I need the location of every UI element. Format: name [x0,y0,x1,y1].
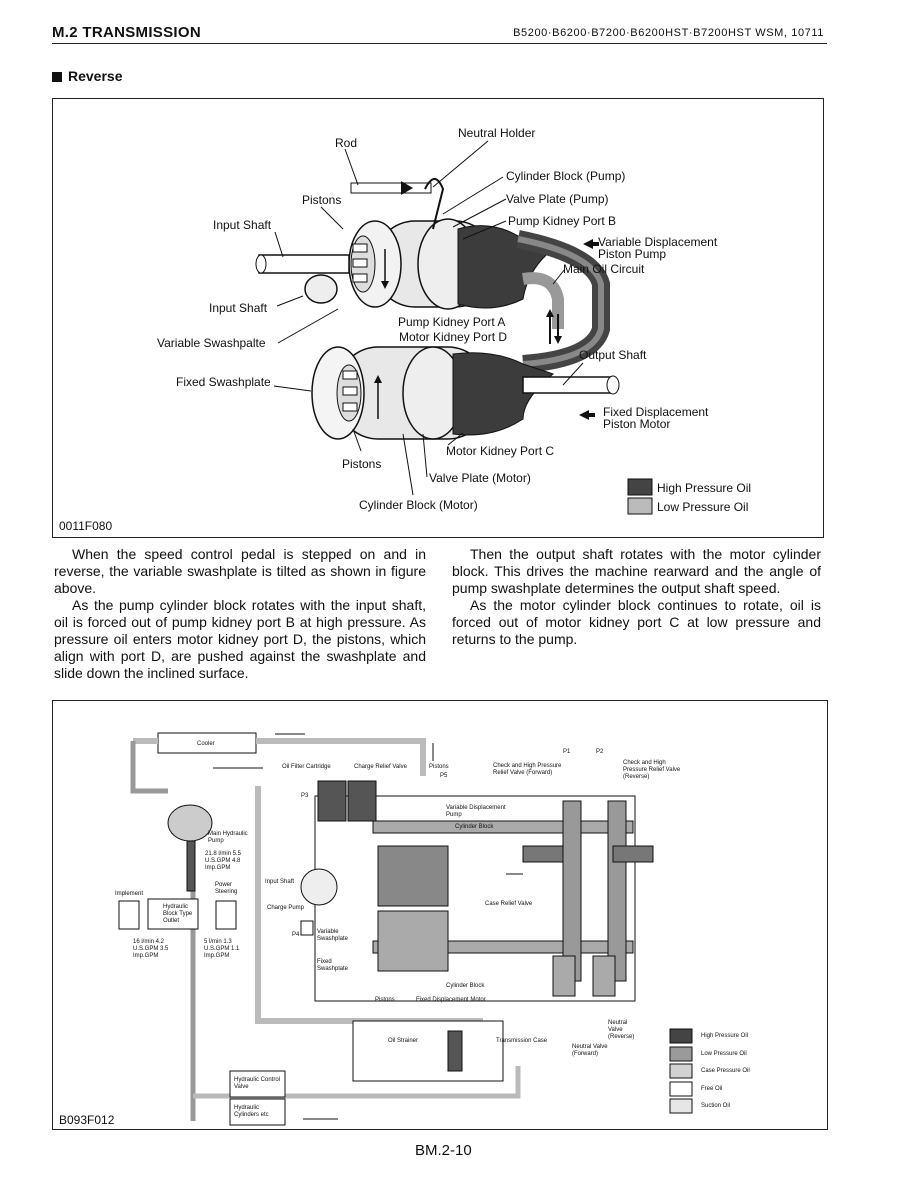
header-rule [52,43,827,44]
legend-suction-oil: Suction Oil [701,1103,731,1109]
paragraph: Then the output shaft rotates with the m… [452,546,821,596]
legend-high-pressure: High Pressure Oil [657,481,752,495]
label-hyd-cyl: Hydraulic Cylinders etc [234,1105,269,1118]
label-fixed-swashplate: Fixed Swashplate [176,375,271,389]
body-text-left: When the speed control pedal is stepped … [54,546,426,682]
label-neutral-fwd: Neutral Valve (Forward) [572,1044,608,1057]
header-section: M.2 TRANSMISSION [52,24,201,41]
label-var-disp-pump: Variable Displacement Pump [446,805,506,818]
label-check-reverse: Check and High Pressure Relief Valve (Re… [623,760,681,780]
label-pistons: Pistons [429,764,449,770]
body-text-right: Then the output shaft rotates with the m… [452,546,821,648]
figure-reverse-hst: Rod Neutral Holder Cylinder Block (Pump)… [52,98,824,538]
label-cylinder-block-pump: Cylinder Block (Pump) [506,169,626,183]
label-p4: P4 [292,932,300,938]
page-number: BM.2-10 [415,1142,472,1159]
label-motor-kidney-port-d: Motor Kidney Port D [399,330,508,344]
label-oil-strainer: Oil Strainer [388,1038,419,1044]
legend-case-pressure-oil: Case Pressure Oil [701,1068,750,1074]
label-motor-kidney-port-c: Motor Kidney Port C [446,444,555,458]
label-fixed-displacement: Fixed Displacement [603,405,709,419]
hydraulic-circuit-diagram [118,732,693,1126]
label-pump-kidney-port-b: Pump Kidney Port B [508,214,617,228]
label-piston-pump: Piston Pump [598,247,667,261]
label-pistons-top: Pistons [302,193,342,207]
label-power-steering: Power Steering [215,882,238,895]
label-cylinder-block-motor: Cylinder Block (Motor) [359,498,478,512]
label-charge-pump: Charge Pump [267,905,305,911]
label-cyl-block: Cylinder Block [455,824,494,830]
label-var-swash: Variable Swashplate [317,929,349,942]
paragraph: When the speed control pedal is stepped … [54,546,426,596]
label-variable-displacement: Variable Displacement [598,235,718,249]
label-pump-kidney-port-a: Pump Kidney Port A [398,315,506,329]
label-flow3: 5 l/min 1.3 U.S.GPM 1.1 Imp.GPM [204,939,240,959]
legend-high-pressure-oil: High Pressure Oil [701,1033,749,1039]
label-trans-case: Transmission Case [496,1038,548,1044]
label-hyd-block: Hydraulic Block Type Outlet [163,904,193,924]
label-fixed-disp-motor: Fixed Displacement Motor [416,997,486,1003]
label-variable-swashplate: Variable Swashpalte [157,336,266,350]
hst-diagram [255,140,653,515]
label-neutral-rev: Neutral Valve (Reverse) [608,1020,635,1040]
figure-hydraulic-circuit: Cooler Oil Filter Cartridge Charge Relie… [52,700,828,1130]
label-flow1: 21.8 l/min 5.5 U.S.GPM 4.8 Imp.GPM [205,851,242,871]
label-cyl-block2: Cylinder Block [446,983,485,989]
label-input-shaft-top: Input Shaft [213,218,272,232]
figure1-code: 0011F080 [59,519,113,533]
legend-low-pressure-oil: Low Pressure Oil [701,1051,747,1057]
section-heading: Reverse [52,68,123,84]
label-charge-relief: Charge Relief Valve [354,764,407,770]
label-case-relief: Case Relief Valve [485,901,533,907]
label-neutral-holder: Neutral Holder [458,126,536,140]
label-piston-motor: Piston Motor [603,417,671,431]
paragraph: As the pump cylinder block rotates with … [54,597,426,681]
label-output-shaft: Output Shaft [579,348,647,362]
label-rod: Rod [335,136,358,150]
legend-low-pressure: Low Pressure Oil [657,500,749,514]
label-pistons2: Pistons [375,997,395,1003]
label-input-shaft-mid: Input Shaft [209,301,268,315]
label-hyd-control: Hydraulic Control Valve [234,1077,281,1090]
label-fixed-swash: Fixed Swashplate [317,959,349,972]
label-cooler: Cooler [197,741,215,747]
bullet-square-icon [52,72,62,82]
label-valve-plate-motor: Valve Plate (Motor) [429,471,531,485]
label-p1: P1 [563,749,571,755]
section-title: Reverse [68,68,123,84]
label-main-oil-circuit: Main Oil Circuit [563,262,645,276]
label-flow2: 16 l/min 4.2 U.S.GPM 3.5 Imp.GPM [133,939,169,959]
paragraph: As the motor cylinder block continues to… [452,597,821,647]
label-main-hyd-pump: Main Hydraulic Pump [208,831,248,844]
label-check-forward: Check and High Pressure Relief Valve (Fo… [493,763,562,776]
label-oil-filter: Oil Filter Cartridge [282,764,331,770]
label-pistons-bottom: Pistons [342,457,382,471]
header-models: B5200·B6200·B7200·B6200HST·B7200HST WSM,… [513,27,824,39]
label-p2: P2 [596,749,604,755]
label-p5: P5 [440,773,448,779]
label-input-shaft: Input Shaft [265,879,295,885]
figure2-code: B093F012 [59,1113,115,1127]
label-implement: Implement [115,891,144,897]
label-valve-plate-pump: Valve Plate (Pump) [506,192,609,206]
legend-free-oil: Free Oil [701,1086,723,1092]
label-p3: P3 [301,793,309,799]
